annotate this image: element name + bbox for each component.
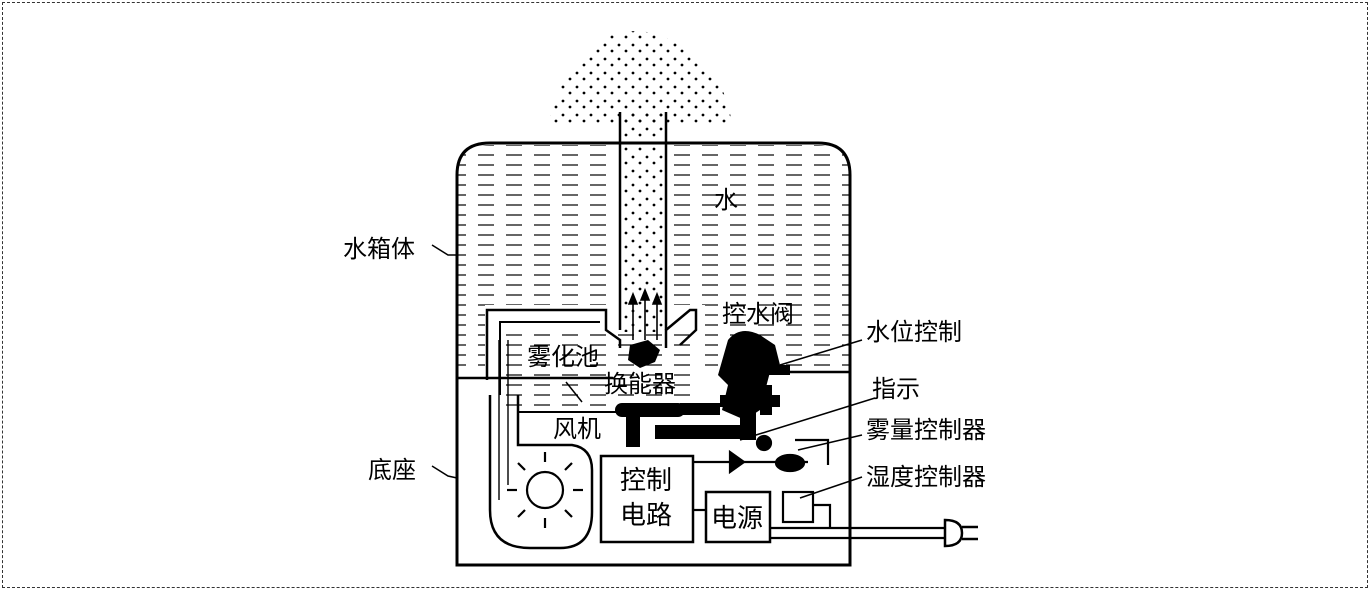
label-water-level-control: 水位控制 <box>866 318 962 346</box>
label-indicator: 指示 <box>872 375 920 403</box>
label-control-circuit-1: 控制 <box>620 466 672 496</box>
mist-controller-element <box>774 438 830 473</box>
label-mist-controller: 雾量控制器 <box>866 416 986 444</box>
label-power-supply: 电源 <box>711 504 763 534</box>
label-base: 底座 <box>368 456 416 484</box>
water-valve-mechanism <box>718 331 790 420</box>
fan-icon <box>507 452 583 528</box>
indicator-lamp <box>700 434 808 475</box>
leader-lines <box>431 244 876 499</box>
control-circuit-box <box>599 454 695 544</box>
label-atomizing-pool: 雾化池 <box>527 343 599 371</box>
air-duct <box>488 395 594 550</box>
label-humidity-controller: 湿度控制器 <box>866 463 986 491</box>
mist-arrows <box>627 287 663 340</box>
humidity-controller-box <box>781 490 815 524</box>
wiring <box>693 460 945 540</box>
label-water-control-valve: 控水阀 <box>722 300 794 328</box>
label-tank-body: 水箱体 <box>343 235 415 263</box>
label-transducer: 换能器 <box>604 370 676 398</box>
label-control-circuit-2: 电路 <box>620 501 672 531</box>
chamber-inner <box>499 321 600 395</box>
tank-outline <box>455 141 852 567</box>
mist-plume <box>548 31 732 125</box>
label-water: 水 <box>714 186 738 214</box>
chamber-outline <box>485 308 698 380</box>
power-plug-icon <box>943 518 978 548</box>
label-fan: 风机 <box>553 415 601 443</box>
power-supply-box <box>704 490 772 544</box>
